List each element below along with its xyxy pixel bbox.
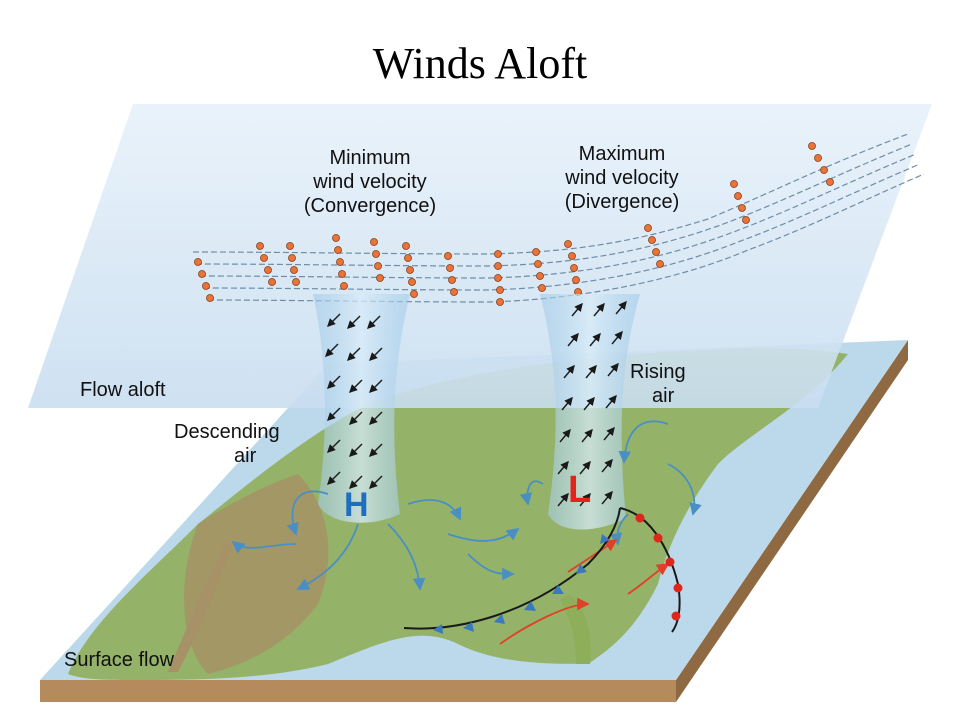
peninsula — [168, 542, 233, 672]
rising-air-column — [540, 294, 640, 530]
rising-air-line2: air — [652, 385, 675, 407]
wind-diagram: H L Minimum wind velocity (Convergence) … — [28, 104, 932, 716]
flow-aloft-label: Flow aloft — [80, 379, 166, 401]
minimum-wind-line1: Minimum — [329, 147, 410, 169]
slide-title: Winds Aloft — [372, 39, 588, 88]
jet-stream-lines — [192, 133, 925, 303]
descending-air-line1: Descending — [174, 421, 280, 443]
minimum-wind-label: Minimum wind velocity (Convergence) — [304, 147, 436, 217]
descending-air-line2: air — [234, 445, 257, 467]
minimum-wind-line2: wind velocity — [312, 171, 426, 193]
maximum-wind-line2: wind velocity — [564, 167, 678, 189]
high-pressure-marker: H — [344, 486, 369, 524]
descending-air-column — [313, 294, 410, 523]
wind-speed-markers — [194, 142, 834, 306]
maximum-wind-line3: (Divergence) — [565, 191, 679, 213]
rising-air-line1: Rising — [630, 361, 686, 383]
surface-flow-arrows — [231, 420, 702, 645]
surface-flow-label: Surface flow — [64, 649, 175, 671]
minimum-wind-line3: (Convergence) — [304, 195, 436, 217]
descending-air-label: Descending air — [174, 421, 280, 467]
maximum-wind-label: Maximum wind velocity (Divergence) — [564, 143, 679, 213]
warm-front — [619, 507, 683, 633]
florida — [560, 594, 591, 664]
low-pressure-marker: L — [568, 469, 591, 511]
upper-plane — [28, 104, 932, 408]
maximum-wind-line1: Maximum — [579, 143, 666, 165]
rising-air-label: Rising air — [630, 361, 686, 407]
cold-front — [403, 507, 621, 634]
